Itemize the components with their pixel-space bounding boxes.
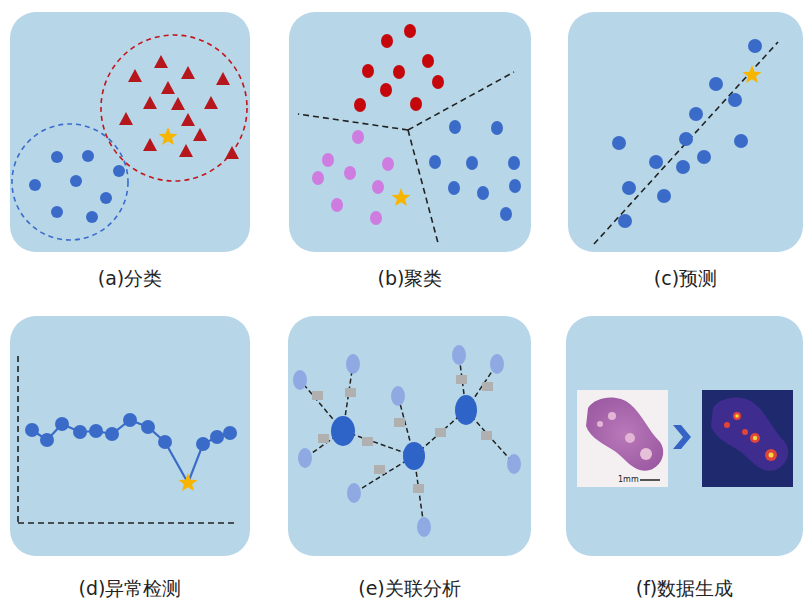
panel: (e)关联分析 xyxy=(288,316,531,556)
panel: (c)预测 xyxy=(568,12,803,252)
panel: (b)聚类 xyxy=(289,12,531,252)
scale-label: 1mm xyxy=(618,475,639,484)
panel-caption: (f)数据生成 xyxy=(546,576,803,602)
panel-caption: (d)异常检测 xyxy=(0,576,270,602)
panel-caption: (c)预测 xyxy=(548,266,803,292)
panel-caption: (e)关联分析 xyxy=(268,576,551,602)
panel: (f)数据生成 xyxy=(566,316,803,556)
panel: (d)异常检测 xyxy=(10,316,250,556)
panel-caption: (b)聚类 xyxy=(269,266,551,292)
panel: (a)分类 xyxy=(10,12,250,252)
panel-caption: (a)分类 xyxy=(0,266,270,292)
